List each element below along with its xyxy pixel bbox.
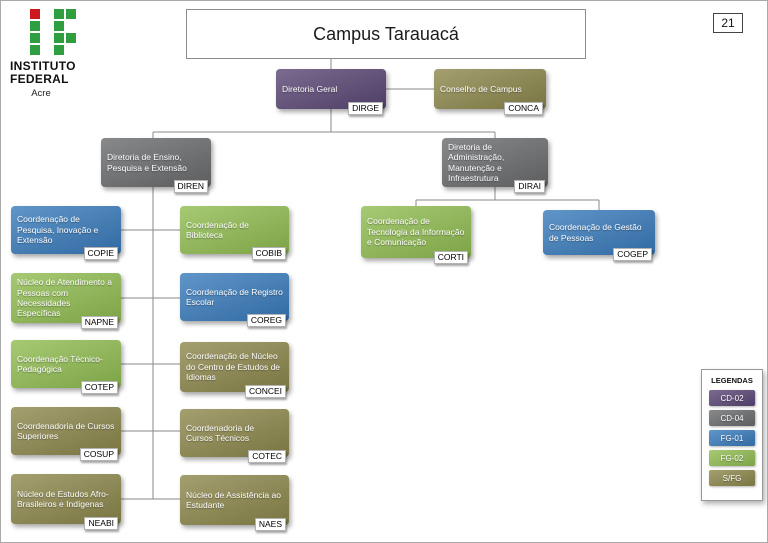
org-node-label: Núcleo de Assistência ao Estudante [186, 489, 281, 510]
org-node-cotec: Coordenadoria de Cursos Técnicos COTEC [180, 409, 289, 463]
org-node-diren: Diretoria de Ensino, Pesquisa e Extensão… [101, 138, 211, 193]
org-node-code: COPIE [83, 247, 118, 260]
org-node-copie: Coordenação de Pesquisa, Inovação e Exte… [11, 206, 121, 260]
logo-square [30, 33, 40, 43]
org-node-code: CONCEI [244, 385, 286, 398]
if-logo-squares [30, 9, 102, 55]
logo-text-instituto: INSTITUTO [10, 59, 76, 73]
org-node-code: NAPNE [80, 316, 118, 329]
page-number: 21 [713, 13, 743, 33]
org-node-code: COGEP [613, 248, 652, 261]
logo-square [42, 21, 52, 31]
legend-item-cd04: CD-04 [709, 410, 755, 426]
org-node-corti: Coordenação de Tecnologia da Informação … [361, 206, 471, 264]
legend-title: LEGENDAS [711, 376, 753, 385]
org-node-label: Coordenação de Núcleo do Centro de Estud… [186, 351, 281, 383]
legend-item-sfg: S/FG [709, 470, 755, 486]
org-node-cobib: Coordenação de Biblioteca COBIB [180, 206, 289, 260]
org-node-concei: Coordenação de Núcleo do Centro de Estud… [180, 342, 289, 398]
org-node-code: COTEC [248, 450, 286, 463]
org-node-label: Núcleo de Estudos Afro-Brasileiros e Ind… [17, 488, 109, 509]
org-node-label: Coordenadoria de Cursos Superiores [17, 420, 115, 441]
org-node-code: NAES [254, 518, 286, 531]
org-node-code: DIREN [173, 180, 208, 193]
org-node-code: NEABI [84, 517, 118, 530]
org-node-cotep: Coordenação Técnico-Pedagógica COTEP [11, 340, 121, 394]
logo-square [54, 45, 64, 55]
logo-square [66, 21, 76, 31]
instituto-federal-logo: INSTITUTO FEDERAL Acre [6, 9, 102, 99]
org-node-label: Coordenadoria de Cursos Técnicos [186, 422, 255, 443]
org-node-label: Coordenação Técnico-Pedagógica [17, 353, 103, 374]
logo-square [66, 45, 76, 55]
logo-text-federal: FEDERAL [10, 72, 69, 86]
logo-square [42, 9, 52, 19]
org-node-label: Coordenação de Gestão de Pessoas [549, 222, 642, 243]
org-node-code: COTEP [80, 381, 118, 394]
logo-square [54, 9, 64, 19]
legend: LEGENDAS CD-02 CD-04 FG-01 FG-02 S/FG [701, 369, 763, 501]
org-node-neabi: Núcleo de Estudos Afro-Brasileiros e Ind… [11, 474, 121, 530]
org-node-label: Núcleo de Atendimento a Pessoas com Nece… [17, 277, 112, 319]
org-node-code: COBIB [251, 247, 286, 260]
org-node-label: Coordenação de Tecnologia da Informação … [367, 216, 465, 248]
logo-square [30, 45, 40, 55]
logo-square [54, 21, 64, 31]
org-node-label: Diretoria de Administração, Manutenção e… [448, 141, 505, 183]
org-node-napne: Núcleo de Atendimento a Pessoas com Nece… [11, 273, 121, 329]
page-title: Campus Tarauacá [313, 23, 459, 44]
org-node-code: CORTI [433, 251, 468, 264]
legend-item-fg01: FG-01 [709, 430, 755, 446]
org-node-conca: Conselho de Campus CONCA [434, 69, 546, 115]
org-node-label: Coordenação de Pesquisa, Inovação e Exte… [17, 214, 99, 246]
org-node-dirge: Diretoria Geral DIRGE [276, 69, 386, 115]
logo-square [42, 33, 52, 43]
org-node-label: Coordenação de Registro Escolar [186, 286, 283, 307]
org-node-label: Diretoria Geral [282, 83, 338, 94]
org-node-coreg: Coordenação de Registro Escolar COREG [180, 273, 289, 327]
org-node-code: COSUP [79, 448, 118, 461]
legend-item-cd02: CD-02 [709, 390, 755, 406]
logo-square [30, 9, 40, 19]
org-node-cosup: Coordenadoria de Cursos Superiores COSUP [11, 407, 121, 461]
org-node-label: Conselho de Campus [440, 83, 522, 94]
org-node-naes: Núcleo de Assistência ao Estudante NAES [180, 475, 289, 531]
logo-square [54, 33, 64, 43]
legend-item-fg02: FG-02 [709, 450, 755, 466]
org-node-code: DIRGE [348, 102, 383, 115]
logo-square [66, 9, 76, 19]
org-node-code: CONCA [504, 102, 543, 115]
org-node-cogep: Coordenação de Gestão de Pessoas COGEP [543, 210, 655, 261]
campus-title-box: Campus Tarauacá [186, 9, 586, 59]
org-node-label: Coordenação de Biblioteca [186, 219, 249, 240]
org-node-dirai: Diretoria de Administração, Manutenção e… [442, 138, 548, 193]
org-node-label: Diretoria de Ensino, Pesquisa e Extensão [107, 152, 187, 173]
org-node-code: DIRAI [514, 180, 545, 193]
logo-square [66, 33, 76, 43]
logo-text-acre: Acre [31, 88, 51, 99]
org-node-code: COREG [246, 314, 286, 327]
logo-square [42, 45, 52, 55]
logo-square [30, 21, 40, 31]
